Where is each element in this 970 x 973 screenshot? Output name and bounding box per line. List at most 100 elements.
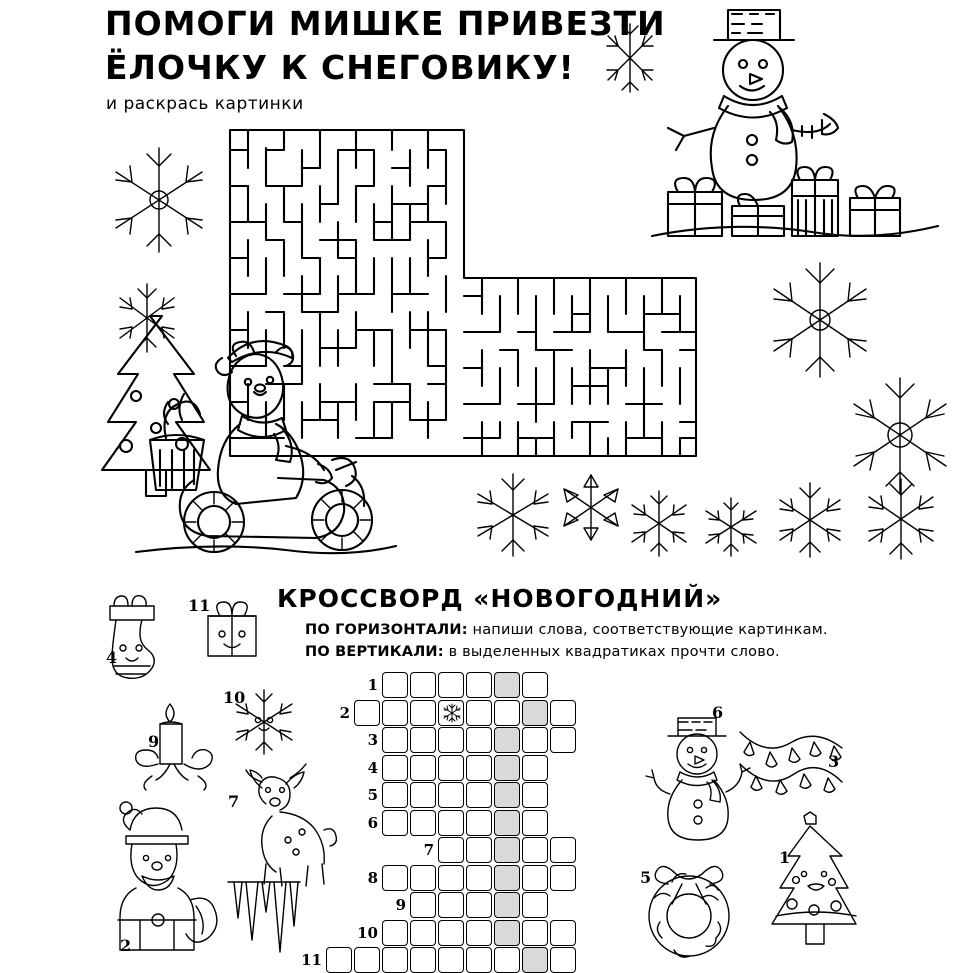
snowflake-icon <box>556 470 626 550</box>
christmas-tree-illustration <box>96 314 216 508</box>
crossword-cell[interactable] <box>550 919 576 946</box>
crossword-cell[interactable] <box>354 699 380 726</box>
row-cells <box>382 864 578 891</box>
crossword-cell[interactable] <box>522 782 548 808</box>
crossword-cell[interactable] <box>382 947 408 973</box>
crossword-cell[interactable] <box>438 892 464 918</box>
crossword-cell[interactable] <box>438 782 464 808</box>
picture-number-1: 1 <box>779 848 791 867</box>
crossword-cell[interactable] <box>522 809 548 836</box>
crossword-cell[interactable] <box>410 919 436 946</box>
crossword-cell[interactable] <box>494 727 520 753</box>
crossword-cell[interactable] <box>494 754 520 781</box>
crossword-cell[interactable] <box>522 672 548 698</box>
crossword-cell[interactable] <box>354 947 380 973</box>
crossword-cell[interactable] <box>550 699 576 726</box>
crossword-cell[interactable] <box>494 672 520 698</box>
row-number-1: 1 <box>367 676 378 694</box>
crossword-row-7: 7 <box>412 837 578 863</box>
crossword-cell[interactable] <box>466 947 492 973</box>
row-cells <box>382 754 550 781</box>
crossword-cell[interactable] <box>494 864 520 891</box>
christmas-stocking-illustration <box>96 588 168 684</box>
crossword-cell[interactable] <box>382 672 408 698</box>
crossword-cell[interactable] <box>522 754 548 781</box>
crossword-cell[interactable] <box>466 699 492 726</box>
crossword-cell[interactable] <box>494 892 520 918</box>
crossword-cell[interactable] <box>550 727 576 753</box>
crossword-cell[interactable] <box>438 672 464 698</box>
crossword-cell[interactable] <box>438 754 464 781</box>
crossword-cell[interactable] <box>522 727 548 753</box>
picture-number-2: 2 <box>120 936 132 955</box>
crossword-cell[interactable] <box>466 837 492 863</box>
crossword-cell[interactable] <box>382 809 408 836</box>
crossword-cell[interactable] <box>410 782 436 808</box>
crossword-cell[interactable] <box>410 672 436 698</box>
clue-horizontal-label: ПО ГОРИЗОНТАЛИ: <box>305 622 468 638</box>
snowflake-icon <box>624 486 694 566</box>
crossword-cell[interactable] <box>438 699 464 726</box>
crossword-cell[interactable] <box>550 864 576 891</box>
crossword-cell[interactable] <box>438 727 464 753</box>
crossword-cell[interactable] <box>494 782 520 808</box>
snowman-illustration <box>640 692 760 852</box>
crossword-cell[interactable] <box>522 864 548 891</box>
crossword-cell[interactable] <box>438 947 464 973</box>
snowman-with-gifts-illustration <box>640 0 950 270</box>
crossword-cell[interactable] <box>410 727 436 753</box>
crossword-cell[interactable] <box>410 947 436 973</box>
crossword-cell[interactable] <box>382 782 408 808</box>
crossword-cell[interactable] <box>522 919 548 946</box>
crossword-cell[interactable] <box>438 809 464 836</box>
crossword-cell[interactable] <box>522 699 548 726</box>
crossword-cell[interactable] <box>550 837 576 863</box>
row-cells <box>410 892 550 918</box>
crossword-cell[interactable] <box>466 727 492 753</box>
crossword-cell[interactable] <box>326 947 352 973</box>
clue-vertical-text: в выделенных квадратиках прочти слово. <box>448 644 780 660</box>
crossword-cell[interactable] <box>466 892 492 918</box>
crossword-cell[interactable] <box>410 699 436 726</box>
crossword-cell[interactable] <box>494 699 520 726</box>
snowflake-icon <box>858 474 944 569</box>
crossword-row-1: 1 <box>356 672 550 698</box>
crossword-cell[interactable] <box>466 782 492 808</box>
crossword-cell[interactable] <box>438 864 464 891</box>
picture-number-7: 7 <box>228 792 240 811</box>
snowflake-icon <box>700 494 762 565</box>
crossword-cell[interactable] <box>410 809 436 836</box>
crossword-cell[interactable] <box>494 809 520 836</box>
crossword-cell[interactable] <box>438 837 464 863</box>
crossword-cell[interactable] <box>382 919 408 946</box>
crossword-cell[interactable] <box>410 754 436 781</box>
row-cells <box>382 919 578 946</box>
crossword-cell[interactable] <box>382 699 408 726</box>
row-number-3: 3 <box>367 731 378 749</box>
crossword-cell[interactable] <box>494 947 520 973</box>
crossword-cell[interactable] <box>466 672 492 698</box>
crossword-cell[interactable] <box>466 864 492 891</box>
maze-puzzle <box>228 128 698 458</box>
crossword-cell[interactable] <box>466 754 492 781</box>
crossword-cell[interactable] <box>522 837 548 863</box>
snowflake-icon <box>770 478 850 567</box>
crossword-cell[interactable] <box>382 727 408 753</box>
crossword-cell[interactable] <box>494 837 520 863</box>
crossword-cell[interactable] <box>522 892 548 918</box>
crossword-cell[interactable] <box>410 864 436 891</box>
wreath-illustration <box>634 858 744 964</box>
crossword-cell[interactable] <box>522 947 548 973</box>
crossword-cell[interactable] <box>466 919 492 946</box>
crossword-cell[interactable] <box>466 809 492 836</box>
icicles-illustration <box>224 876 304 960</box>
snowflake-icon <box>760 255 880 390</box>
crossword-cell[interactable] <box>494 919 520 946</box>
picture-number-11: 11 <box>188 596 211 615</box>
snowflake-icon <box>112 278 182 363</box>
crossword-cell[interactable] <box>550 947 576 973</box>
crossword-cell[interactable] <box>382 754 408 781</box>
crossword-cell[interactable] <box>438 919 464 946</box>
crossword-cell[interactable] <box>410 892 436 918</box>
crossword-cell[interactable] <box>382 864 408 891</box>
